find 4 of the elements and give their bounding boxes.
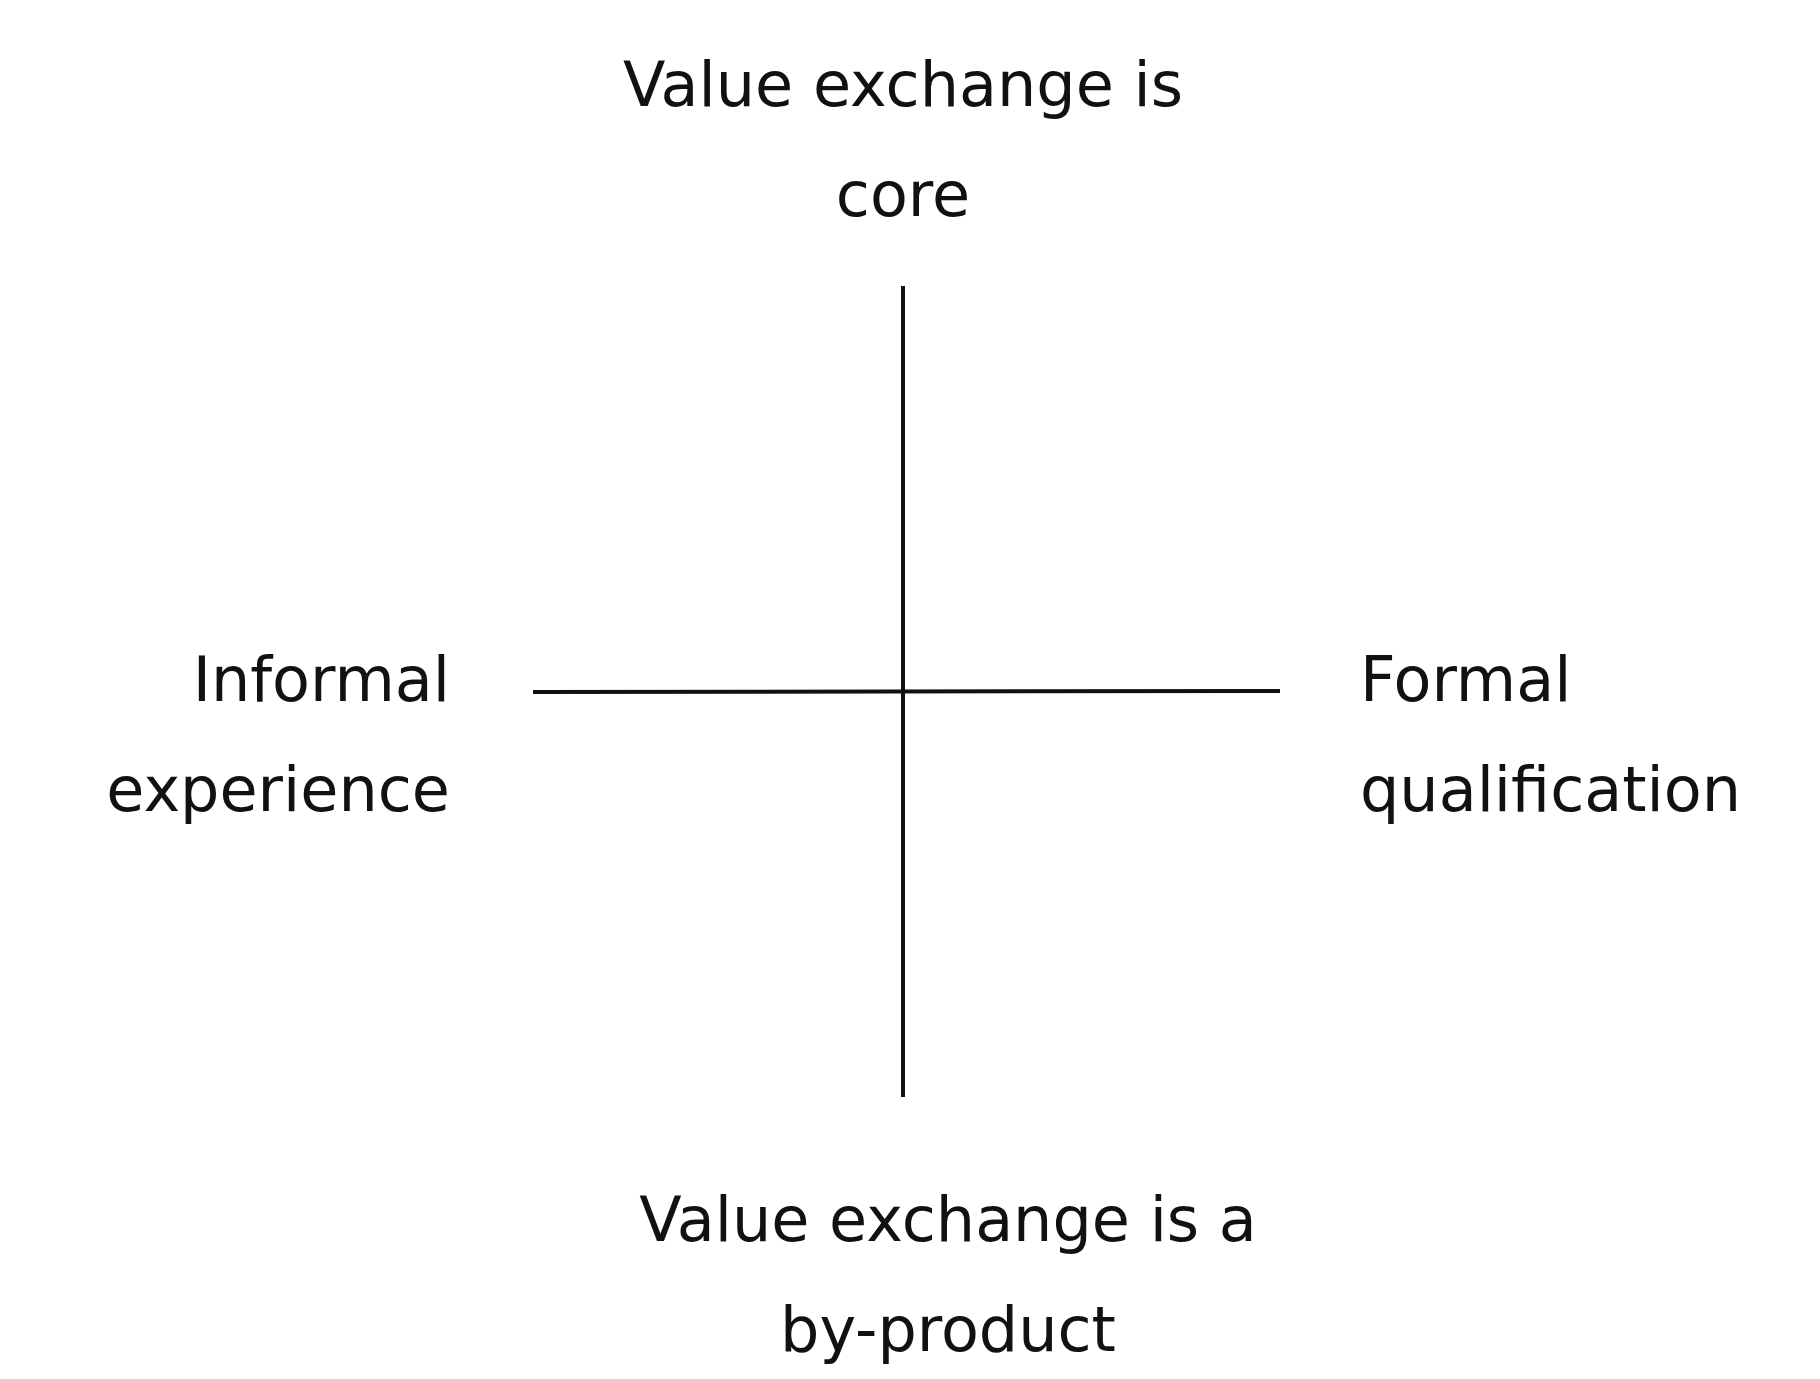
axis-label: Value exchange is a by-product — [638, 1182, 1258, 1368]
axis-label: Formal qualification — [1360, 642, 1742, 828]
axis-label: Informal experience — [105, 642, 450, 828]
axis-label: Value exchange is core — [622, 47, 1184, 233]
